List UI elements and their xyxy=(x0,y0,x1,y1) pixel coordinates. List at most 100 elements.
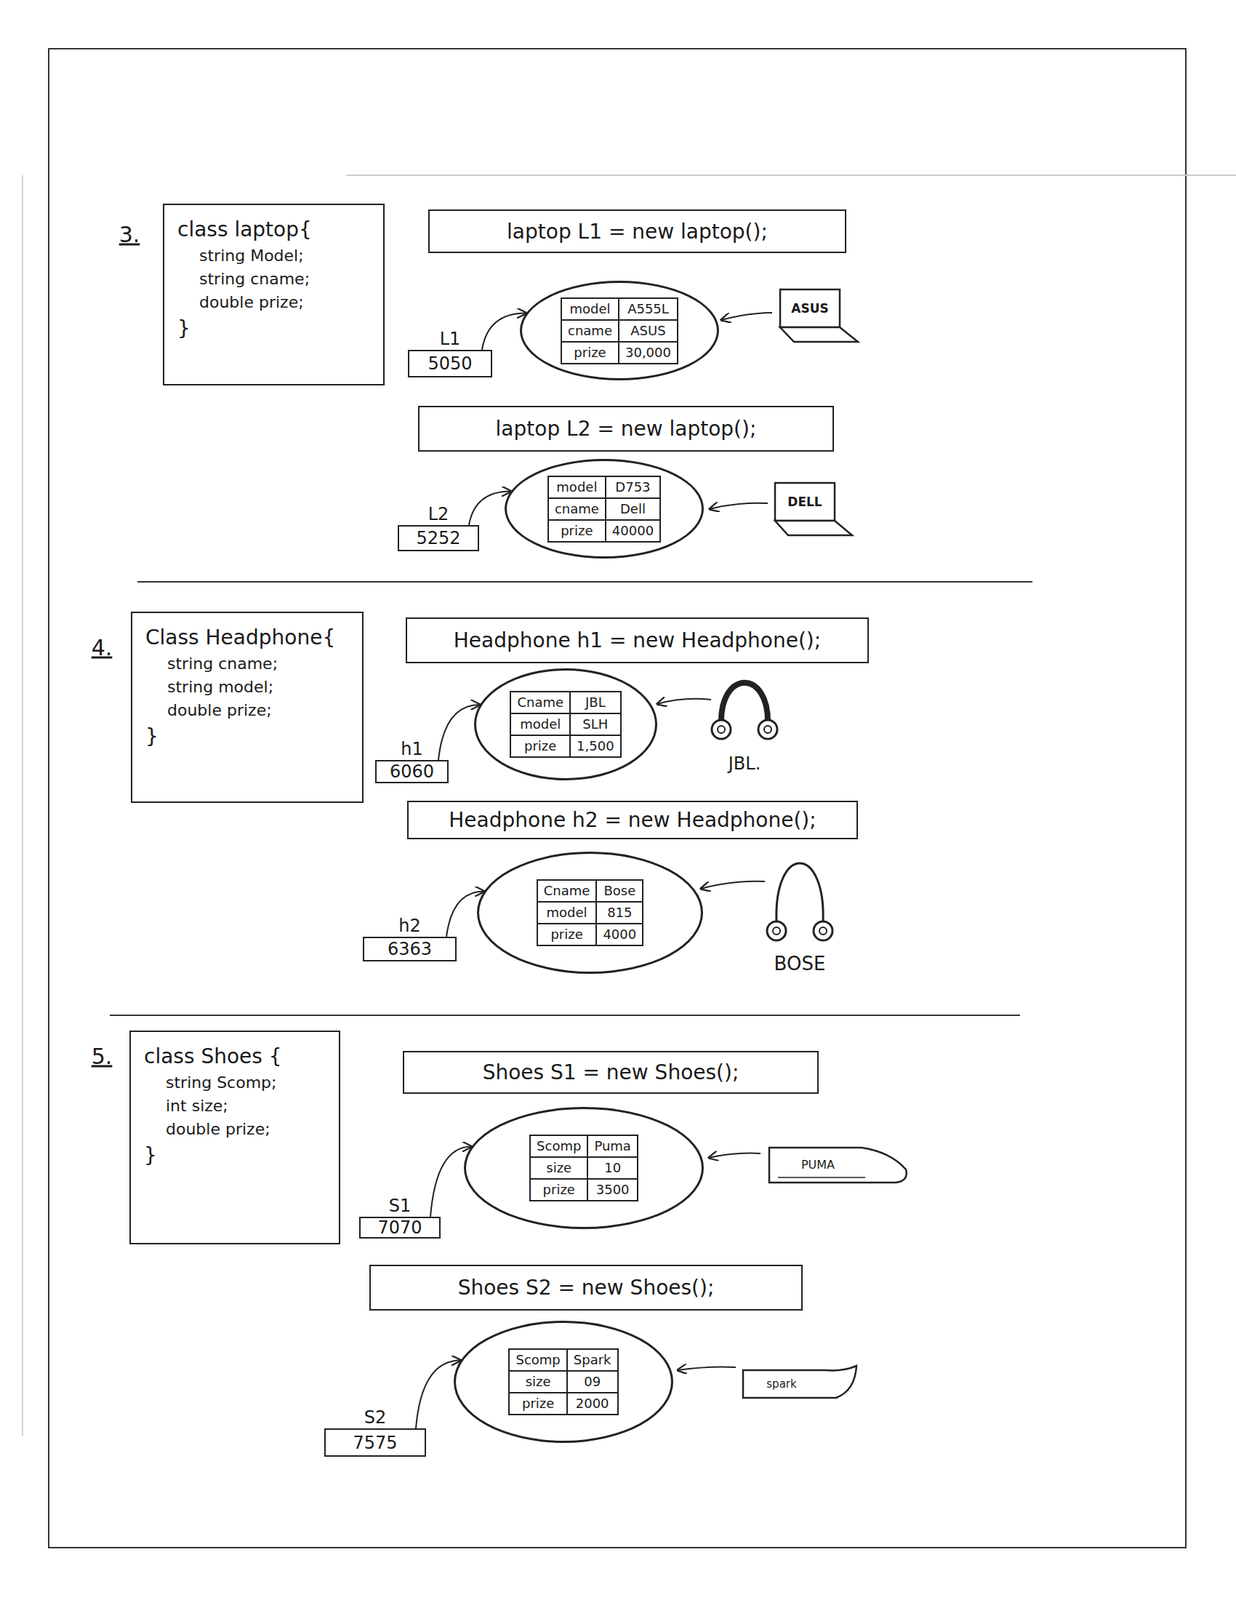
section-divider xyxy=(109,1014,1021,1016)
field-name-cell: prize xyxy=(548,519,606,542)
field-value-cell: A555L xyxy=(618,298,678,320)
shoe-outline xyxy=(769,1147,907,1183)
address-value: 6363 xyxy=(387,938,432,959)
closing-brace: } xyxy=(145,721,159,752)
variable-name: L1 xyxy=(409,328,491,349)
field-name-cell: model xyxy=(561,298,619,320)
pointer-arrow xyxy=(721,312,773,320)
field-value-cell: 2000 xyxy=(567,1392,618,1415)
field-declaration: double prize; xyxy=(143,1117,271,1141)
headphone-cup xyxy=(711,719,731,739)
address-value: 5252 xyxy=(415,527,461,549)
class-box: class Shoes {string Scomp;int size;doubl… xyxy=(129,1030,341,1244)
object-oval: ScompPumasize10prize3500 xyxy=(463,1106,704,1229)
headphone-cup xyxy=(813,921,833,941)
reference-box: S27575 xyxy=(324,1427,427,1457)
laptop-base xyxy=(780,327,858,342)
reference-arrow xyxy=(438,704,480,760)
field-value-cell: Bose xyxy=(596,879,643,902)
shoe-sole-line xyxy=(777,1176,866,1178)
statement-box: laptop L1 = new laptop(); xyxy=(428,209,847,254)
field-name-cell: prize xyxy=(537,923,597,946)
field-name-cell: prize xyxy=(508,1392,567,1415)
object-oval: modelD753cnameDellprize40000 xyxy=(504,458,704,559)
pointer-arrow xyxy=(709,503,768,509)
brand-label: DELL xyxy=(787,494,822,509)
field-value-cell: 815 xyxy=(596,901,643,924)
field-declaration: int size; xyxy=(143,1094,229,1118)
field-value-cell: Puma xyxy=(587,1134,638,1157)
statement-text: Shoes S1 = new Shoes(); xyxy=(482,1060,740,1085)
pointer-arrow xyxy=(700,881,765,889)
headphone-band xyxy=(721,682,768,724)
object-table: CnameBosemodel815prize4000 xyxy=(536,879,644,946)
brand-label: ASUS xyxy=(791,301,829,316)
field-value-cell: Dell xyxy=(605,498,661,520)
headphone-band xyxy=(776,863,824,922)
headphone-cup xyxy=(764,725,772,733)
object-oval: ScompSparksize09prize2000 xyxy=(453,1320,674,1443)
section-number: 4. xyxy=(91,634,113,661)
field-value-cell: Spark xyxy=(567,1348,618,1371)
laptop-screen xyxy=(775,482,835,521)
reference-box: S17070 xyxy=(359,1216,441,1239)
pointer-arrow xyxy=(708,1153,761,1158)
field-declaration: string cname; xyxy=(177,267,310,291)
headphone-cup xyxy=(717,725,725,733)
field-declaration: double prize; xyxy=(145,698,272,722)
field-declaration: string model; xyxy=(145,675,274,699)
field-value-cell: D753 xyxy=(605,476,661,499)
address-value: 6060 xyxy=(389,761,435,782)
statement-box: Shoes S1 = new Shoes(); xyxy=(402,1050,819,1094)
field-name-cell: prize xyxy=(510,735,571,757)
field-value-cell: 1,500 xyxy=(570,735,621,757)
reference-box: L15050 xyxy=(407,349,493,378)
object-table: ScompPumasize10prize3500 xyxy=(529,1134,639,1202)
reference-box: L25252 xyxy=(397,524,480,552)
headphone-cup xyxy=(772,927,781,935)
headphone-cup xyxy=(767,921,786,941)
field-value-cell: 30,000 xyxy=(618,341,678,364)
statement-box: Headphone h2 = new Headphone(); xyxy=(407,800,858,840)
brand-label: PUMA xyxy=(801,1157,835,1172)
field-name-cell: size xyxy=(530,1156,588,1179)
variable-name: L2 xyxy=(399,503,478,525)
statement-text: laptop L2 = new laptop(); xyxy=(495,416,757,441)
headphone-cup xyxy=(819,927,827,935)
class-box: Class Headphone{string cname;string mode… xyxy=(130,611,364,803)
statement-text: Headphone h2 = new Headphone(); xyxy=(448,807,816,832)
reference-arrow xyxy=(415,1360,461,1428)
variable-name: S1 xyxy=(360,1195,440,1216)
brand-label: JBL. xyxy=(728,753,762,774)
field-name-cell: Scomp xyxy=(530,1134,588,1157)
field-name-cell: Cname xyxy=(537,879,597,902)
scan-line xyxy=(21,175,24,1436)
field-name-cell: cname xyxy=(561,319,619,342)
section-number: 3. xyxy=(119,221,141,248)
brand-label: BOSE xyxy=(774,952,826,975)
field-name-cell: model xyxy=(510,713,571,736)
object-table: CnameJBLmodelSLHprize1,500 xyxy=(509,690,621,758)
field-name-cell: prize xyxy=(561,341,619,364)
statement-box: laptop L2 = new laptop(); xyxy=(418,405,834,452)
laptop-base xyxy=(775,520,853,536)
field-value-cell: SLH xyxy=(570,713,621,736)
page-frame xyxy=(48,48,1186,1548)
class-heading: class laptop{ xyxy=(177,215,312,245)
object-oval: CnameBosemodel815prize4000 xyxy=(476,851,704,974)
brand-label: spark xyxy=(766,1377,797,1391)
field-value-cell: 3500 xyxy=(587,1178,638,1201)
field-name-cell: Cname xyxy=(510,691,571,714)
reference-box: h16060 xyxy=(375,759,449,784)
variable-name: h1 xyxy=(376,738,448,760)
class-heading: Class Headphone{ xyxy=(145,623,336,653)
field-value-cell: 40000 xyxy=(605,519,661,542)
class-box: class laptop{string Model;string cname;d… xyxy=(162,203,385,386)
variable-name: S2 xyxy=(325,1406,425,1428)
field-declaration: string cname; xyxy=(145,652,278,676)
field-declaration: string Scomp; xyxy=(143,1070,277,1095)
address-value: 7575 xyxy=(352,1432,397,1453)
field-declaration: string Model; xyxy=(177,244,304,268)
field-name-cell: Scomp xyxy=(508,1348,567,1371)
